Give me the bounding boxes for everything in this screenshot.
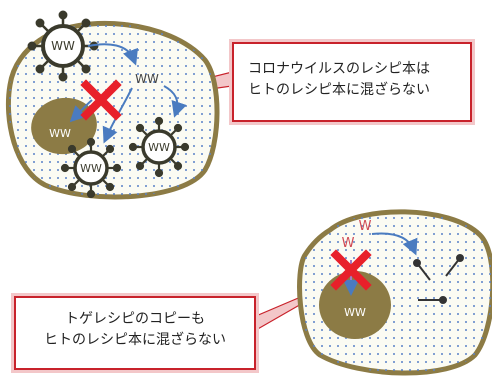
- virus-icon: WW: [60, 137, 122, 199]
- virus-rna-label: WW: [148, 141, 170, 154]
- nucleus-rna-label: WW: [344, 306, 366, 319]
- virus-rna-label: WW: [80, 162, 102, 175]
- callout-line: ヒトのレシピ本に混ざらない: [248, 82, 430, 98]
- arrow-entry: [87, 43, 138, 66]
- callout-line: コロナウイルスのレシピ本は: [248, 61, 430, 77]
- callout-line: ヒトのレシピ本に混ざらない: [44, 332, 226, 348]
- red-x-icon: [80, 79, 122, 121]
- virus-icon: WW: [128, 116, 190, 178]
- nucleus: [319, 271, 391, 339]
- virus-icon: WW: [27, 10, 99, 82]
- callout-spike-recipe: トゲレシピのコピーも ヒトのレシピ本に混ざらない: [11, 293, 259, 373]
- nucleus-rna-label: WW: [49, 127, 71, 140]
- spike-protein-icon: [413, 254, 464, 304]
- virus-rna-label: WW: [51, 39, 75, 53]
- vaccinated-cell: WW: [297, 209, 492, 376]
- callout-virus-recipe: コロナウイルスのレシピ本は ヒトのレシピ本に混ざらない: [229, 39, 475, 125]
- spike-rna-label: W: [342, 236, 355, 251]
- released-rna-label: WW: [135, 72, 159, 86]
- callout-line: トゲレシピのコピーも: [65, 311, 205, 327]
- arrow-to-right: [163, 85, 187, 118]
- arrow-to-ribosome: [371, 232, 418, 256]
- spike-rna-label: W: [359, 219, 372, 234]
- arrow-into-nucleus: [69, 99, 93, 123]
- red-x-icon: [330, 249, 372, 291]
